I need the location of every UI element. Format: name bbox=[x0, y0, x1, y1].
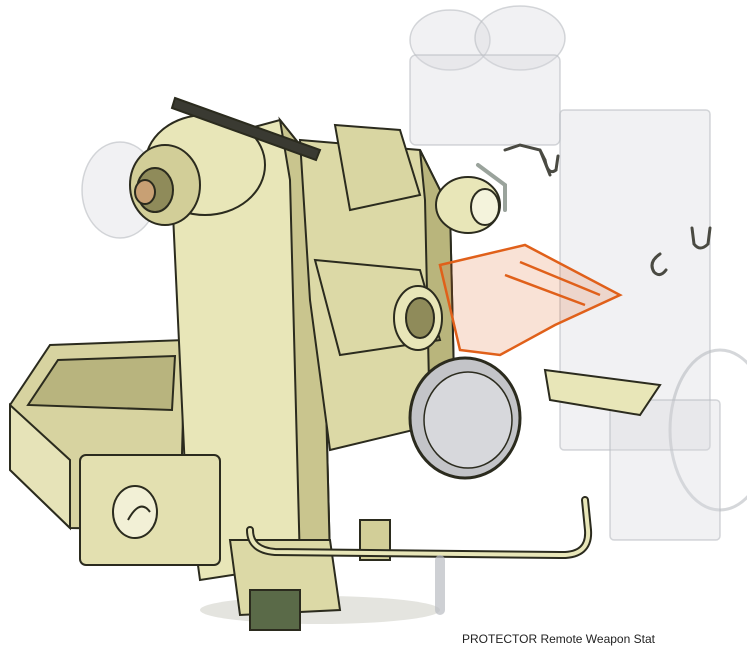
turret-base bbox=[228, 519, 391, 631]
ghost-right-lower bbox=[609, 399, 721, 541]
orange-plate bbox=[438, 243, 623, 357]
bracket-u-right bbox=[690, 226, 712, 250]
guard-rail-inner bbox=[248, 498, 591, 558]
tray-front bbox=[9, 402, 71, 531]
top-cylinder-face bbox=[470, 188, 500, 226]
pipe-vertical bbox=[476, 163, 507, 212]
weapon-cradle bbox=[170, 96, 501, 234]
hole-hook bbox=[127, 505, 151, 521]
orange-rail bbox=[504, 260, 601, 307]
highlighted-mount-plate bbox=[438, 243, 623, 357]
mounting-brackets bbox=[476, 143, 712, 277]
sight-unit bbox=[313, 258, 443, 357]
base-connector bbox=[249, 589, 301, 631]
elevation-drum bbox=[129, 114, 266, 226]
ghost-right-panel bbox=[559, 109, 711, 451]
bracket-hook bbox=[650, 252, 668, 277]
plate-hole bbox=[112, 485, 158, 539]
drum-hub bbox=[134, 179, 156, 205]
ghost-top-housing bbox=[409, 54, 561, 146]
barrel bbox=[170, 96, 322, 162]
side-bracket-plate bbox=[543, 368, 662, 417]
tray-inner bbox=[26, 354, 177, 412]
bracket-mid bbox=[543, 154, 560, 174]
ghost-cylinder-top-right bbox=[474, 5, 566, 71]
lens-inner bbox=[423, 371, 513, 469]
round-lens bbox=[408, 356, 522, 480]
sight-lens bbox=[405, 297, 435, 339]
image-caption: PROTECTOR Remote Weapon Stat bbox=[462, 632, 655, 646]
bracket-top bbox=[503, 143, 552, 177]
cradle-block bbox=[333, 123, 422, 212]
